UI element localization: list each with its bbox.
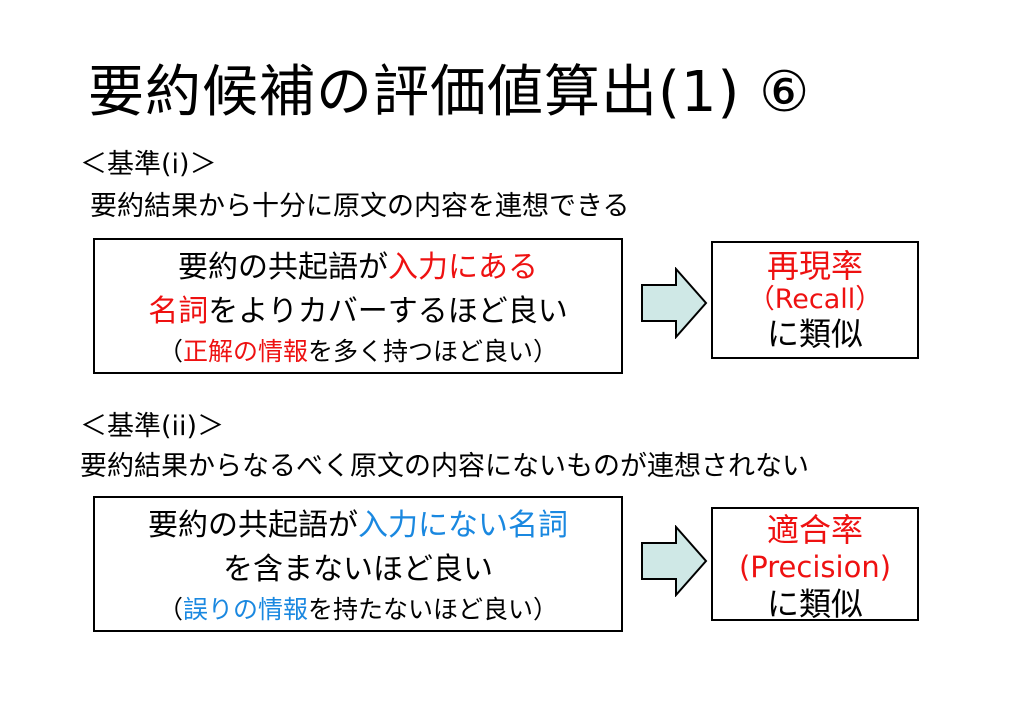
result-title: 適合率 [766,511,863,549]
text: 要約の共起語が [148,508,358,543]
criterion-2-line-1: 要約の共起語が入力にない名詞 [95,504,621,548]
criterion-2-result-box: 適合率 (Precision) に類似 [711,507,919,623]
criterion-2-heading: ＜基準(ii)＞ [80,411,225,442]
criterion-1-heading: ＜基準(i)＞ [80,149,217,180]
text: （ [157,337,183,366]
criterion-2-line-2: を含まないほど良い [95,548,621,592]
right-arrow-icon [641,525,708,597]
highlight-blue: 誤りの情報 [182,595,308,624]
right-arrow-icon [641,267,708,339]
highlight-red: 名詞 [148,294,209,329]
result-tail: に類似 [766,315,863,353]
text: （ [157,595,183,624]
criterion-1-box: 要約の共起語が入力にある 名詞をよりカバーするほど良い （正解の情報を多く持つほ… [93,238,623,374]
text: を含まないほど良い [223,552,493,587]
criterion-1-line-1: 要約の共起語が入力にある [95,246,621,290]
text: をよりカバーするほど良い [208,294,568,329]
highlight-red: 入力にある [388,250,538,285]
criterion-2-box: 要約の共起語が入力にない名詞 を含まないほど良い （誤りの情報を持たないほど良い… [93,496,623,632]
result-title: 再現率 [766,247,863,285]
result-subtitle: (Precision) [738,550,892,584]
criterion-2-description: 要約結果からなるべく原文の内容にないものが連想されない [80,451,809,482]
result-subtitle: （Recall） [747,284,883,315]
criterion-1-result-box: 再現率 （Recall） に類似 [711,241,919,359]
criterion-1-line-2: 名詞をよりカバーするほど良い [95,290,621,334]
text: 要約の共起語が [178,250,388,285]
criterion-1-line-3: （正解の情報を多く持つほど良い） [95,334,621,370]
text: を多く持つほど良い） [308,337,559,366]
criterion-1-description: 要約結果から十分に原文の内容を連想できる [90,191,630,222]
page-title: 要約候補の評価値算出(1) ⑥ [88,60,811,125]
result-tail: に類似 [766,585,863,623]
criterion-2-line-3: （誤りの情報を持たないほど良い） [95,592,621,628]
highlight-blue: 入力にない名詞 [358,508,568,543]
text: を持たないほど良い） [308,595,559,624]
highlight-red: 正解の情報 [182,337,308,366]
